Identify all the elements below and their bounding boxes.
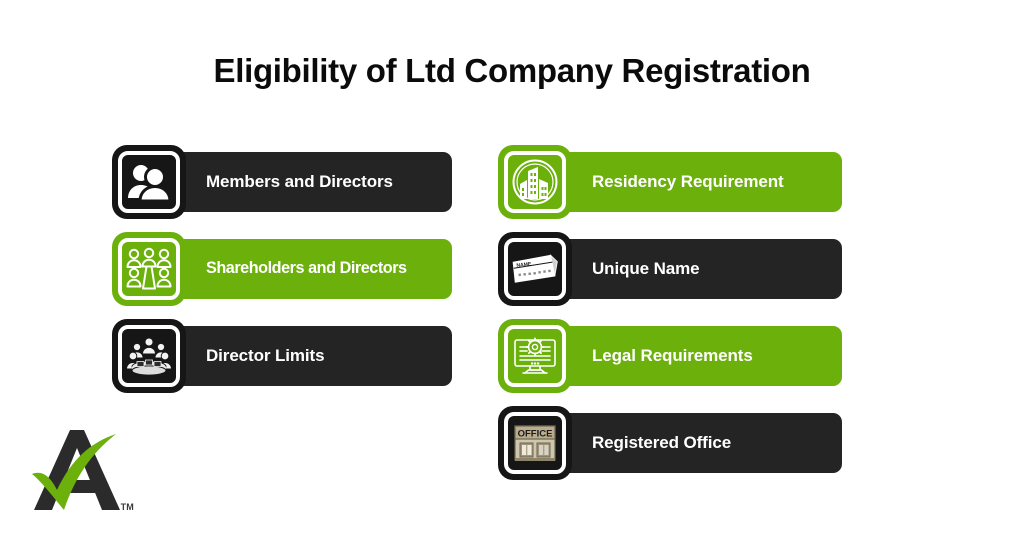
name-card-icon: NAME: [504, 238, 566, 300]
icon-box: NAME: [498, 232, 572, 306]
badge-bar: Shareholders and Directors: [150, 239, 452, 299]
page-title: Eligibility of Ltd Company Registration: [213, 52, 811, 89]
list-item-label: Director Limits: [206, 345, 325, 365]
list-item-label: Members and Directors: [206, 171, 393, 191]
two-people-icon: [118, 151, 180, 213]
trademark-symbol: TM: [120, 502, 134, 512]
icon-box: [112, 232, 186, 306]
svg-text:OFFICE: OFFICE: [518, 429, 553, 440]
badge-bar: Legal Requirements: [536, 326, 842, 386]
list-item[interactable]: Registered Office OFFICE: [498, 406, 842, 480]
city-buildings-icon: [504, 151, 566, 213]
list-item-label: Residency Requirement: [592, 171, 784, 191]
group-of-people-icon: [118, 238, 180, 300]
icon-box: OFFICE: [498, 406, 572, 480]
office-building-sign-icon: OFFICE: [504, 412, 566, 474]
list-item-label: Shareholders and Directors: [206, 259, 407, 278]
boardroom-meeting-icon: [118, 325, 180, 387]
svg-text:NAME: NAME: [516, 261, 532, 269]
logo-green-check: [32, 434, 116, 510]
list-item[interactable]: Director Limits: [112, 319, 452, 393]
badge-bar: Unique Name: [536, 239, 842, 299]
icon-box: [498, 319, 572, 393]
left-column: Members and Directors Shareholders and D…: [112, 145, 452, 406]
badge-bar: Residency Requirement: [536, 152, 842, 212]
list-item[interactable]: Shareholders and Directors: [112, 232, 452, 306]
monitor-gear-icon: [504, 325, 566, 387]
list-item[interactable]: Unique Name NAME: [498, 232, 842, 306]
icon-box: [112, 319, 186, 393]
badge-bar: Registered Office: [536, 413, 842, 473]
badge-bar: Members and Directors: [150, 152, 452, 212]
list-item[interactable]: Residency Requirement: [498, 145, 842, 219]
list-item[interactable]: Legal Requirements: [498, 319, 842, 393]
right-column: Residency Requirement: [498, 145, 842, 493]
icon-box: [498, 145, 572, 219]
list-item[interactable]: Members and Directors: [112, 145, 452, 219]
badge-bar: Director Limits: [150, 326, 452, 386]
list-item-label: Registered Office: [592, 432, 732, 452]
list-item-label: Unique Name: [592, 258, 700, 278]
icon-box: [112, 145, 186, 219]
list-item-label: Legal Requirements: [592, 345, 753, 365]
brand-logo: TM: [24, 424, 136, 524]
